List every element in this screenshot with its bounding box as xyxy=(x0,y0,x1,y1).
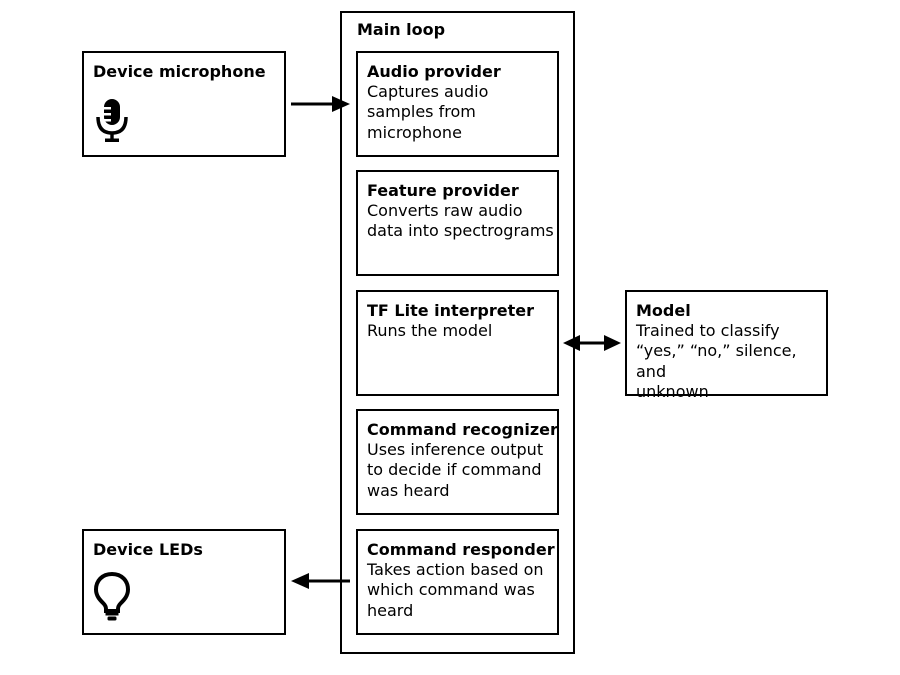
feature-provider-description: Converts raw audio data into spectrogram… xyxy=(367,201,554,241)
feature-provider-title: Feature provider xyxy=(367,181,519,200)
audio-provider-description: Captures audio samples from microphone xyxy=(367,82,489,142)
arrow-microphone-to-audio-provider xyxy=(291,96,350,112)
model-title: Model xyxy=(636,301,691,320)
tflite-interpreter-box: TF Lite interpreter Runs the model xyxy=(356,290,559,396)
device-leds-title: Device LEDs xyxy=(93,540,203,559)
main-loop-title: Main loop xyxy=(357,20,446,39)
device-microphone-title: Device microphone xyxy=(93,62,266,81)
command-responder-description: Takes action based on which command was … xyxy=(367,560,544,620)
audio-provider-box: Audio provider Captures audio samples fr… xyxy=(356,51,559,157)
tflite-interpreter-description: Runs the model xyxy=(367,321,493,340)
microphone-icon xyxy=(96,99,128,142)
command-responder-title: Command responder xyxy=(367,540,555,559)
audio-provider-title: Audio provider xyxy=(367,62,501,81)
model-box: Model Trained to classify “yes,” “no,” s… xyxy=(625,290,828,401)
command-responder-box: Command responder Takes action based on … xyxy=(356,529,559,635)
arrow-responder-to-leds xyxy=(291,573,350,589)
command-recognizer-title: Command recognizer xyxy=(367,420,558,439)
tflite-interpreter-title: TF Lite interpreter xyxy=(367,301,535,320)
feature-provider-box: Feature provider Converts raw audio data… xyxy=(356,170,559,276)
device-microphone-box: Device microphone xyxy=(82,51,286,157)
arrow-tflite-model-bidirectional xyxy=(563,335,621,351)
model-description: Trained to classify “yes,” “no,” silence… xyxy=(636,321,797,401)
lightbulb-icon xyxy=(93,571,131,621)
command-recognizer-description: Uses inference output to decide if comma… xyxy=(367,440,544,500)
device-leds-box: Device LEDs xyxy=(82,529,286,635)
command-recognizer-box: Command recognizer Uses inference output… xyxy=(356,409,559,515)
